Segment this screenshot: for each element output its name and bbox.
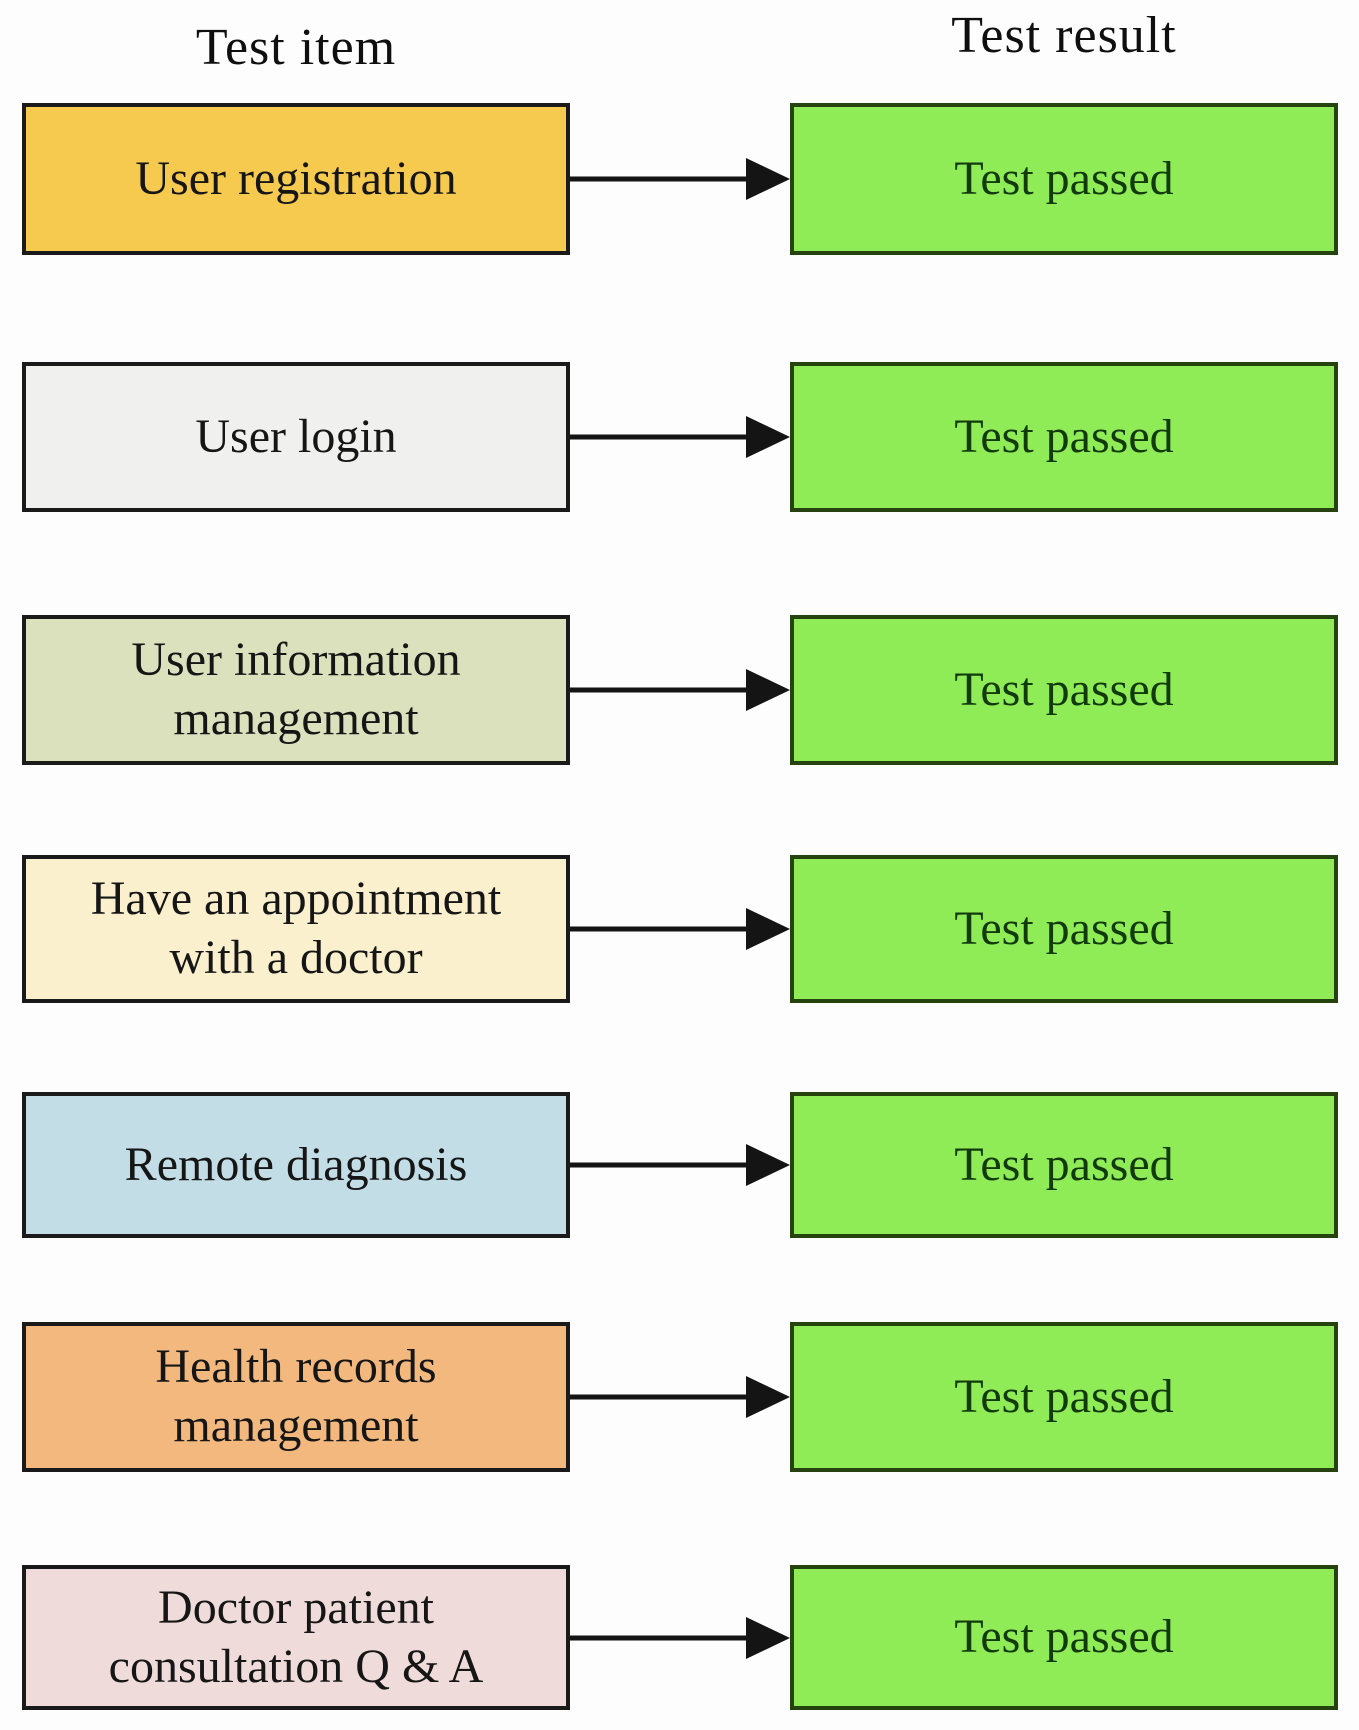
test-item-label: Have an appointment with a doctor: [90, 872, 502, 984]
test-row-user-registration: User registration Test passed: [0, 103, 1359, 255]
arrow-head-icon: [746, 908, 790, 950]
test-result-box: Test passed: [790, 615, 1338, 765]
flow-arrow: [570, 362, 790, 512]
arrow-head-icon: [746, 669, 790, 711]
test-result-label: Test passed: [954, 409, 1174, 463]
test-row-user-login: User login Test passed: [0, 362, 1359, 512]
test-result-box: Test passed: [790, 103, 1338, 255]
test-result-box: Test passed: [790, 362, 1338, 512]
test-result-box: Test passed: [790, 1092, 1338, 1238]
test-item-label: User information management: [131, 633, 461, 745]
arrow-head-icon: [746, 1616, 790, 1659]
test-item-box: Health records management: [22, 1322, 570, 1472]
arrow-line: [570, 176, 748, 182]
test-item-box: User login: [22, 362, 570, 512]
test-item-label: User registration: [135, 151, 457, 205]
arrow-line: [570, 1635, 748, 1640]
arrow-head-icon: [746, 1144, 790, 1186]
test-item-label: Remote diagnosis: [124, 1137, 468, 1191]
test-result-label: Test passed: [954, 1610, 1174, 1664]
test-item-box: Remote diagnosis: [22, 1092, 570, 1238]
test-result-box: Test passed: [790, 855, 1338, 1003]
test-row-appointment-with-doctor: Have an appointment with a doctor Test p…: [0, 855, 1359, 1003]
test-item-label: User login: [195, 409, 397, 463]
test-item-box: Have an appointment with a doctor: [22, 855, 570, 1003]
arrow-line: [570, 1162, 748, 1168]
test-result-label: Test passed: [954, 901, 1174, 955]
test-result-label: Test passed: [954, 662, 1174, 716]
arrow-line: [570, 434, 748, 440]
test-item-label: Health records management: [155, 1340, 437, 1452]
test-result-box: Test passed: [790, 1565, 1338, 1710]
test-row-doctor-patient-consultation: Doctor patient consultation Q & A Test p…: [0, 1565, 1359, 1710]
test-item-box: Doctor patient consultation Q & A: [22, 1565, 570, 1710]
test-result-label: Test passed: [954, 1369, 1174, 1423]
test-result-label: Test passed: [954, 1137, 1174, 1191]
flow-arrow: [570, 855, 790, 1003]
test-row-health-records-management: Health records management Test passed: [0, 1322, 1359, 1472]
flow-arrow: [570, 615, 790, 765]
flow-arrow: [570, 1092, 790, 1238]
arrow-head-icon: [746, 416, 790, 458]
flow-arrow: [570, 103, 790, 255]
column-header-test-item: Test item: [195, 19, 397, 76]
arrow-line: [570, 926, 748, 932]
arrow-line: [570, 1394, 748, 1400]
test-result-label: Test passed: [954, 151, 1174, 205]
test-row-remote-diagnosis: Remote diagnosis Test passed: [0, 1092, 1359, 1238]
test-item-box: User information management: [22, 615, 570, 765]
flow-arrow: [570, 1565, 790, 1710]
arrow-line: [570, 687, 748, 693]
column-header-test-result: Test result: [951, 7, 1177, 64]
test-result-box: Test passed: [790, 1322, 1338, 1472]
arrow-head-icon: [746, 1376, 790, 1418]
test-item-label: Doctor patient consultation Q & A: [108, 1580, 484, 1693]
arrow-head-icon: [746, 158, 790, 200]
flow-arrow: [570, 1322, 790, 1472]
test-row-user-information-management: User information management Test passed: [0, 615, 1359, 765]
test-item-box: User registration: [22, 103, 570, 255]
